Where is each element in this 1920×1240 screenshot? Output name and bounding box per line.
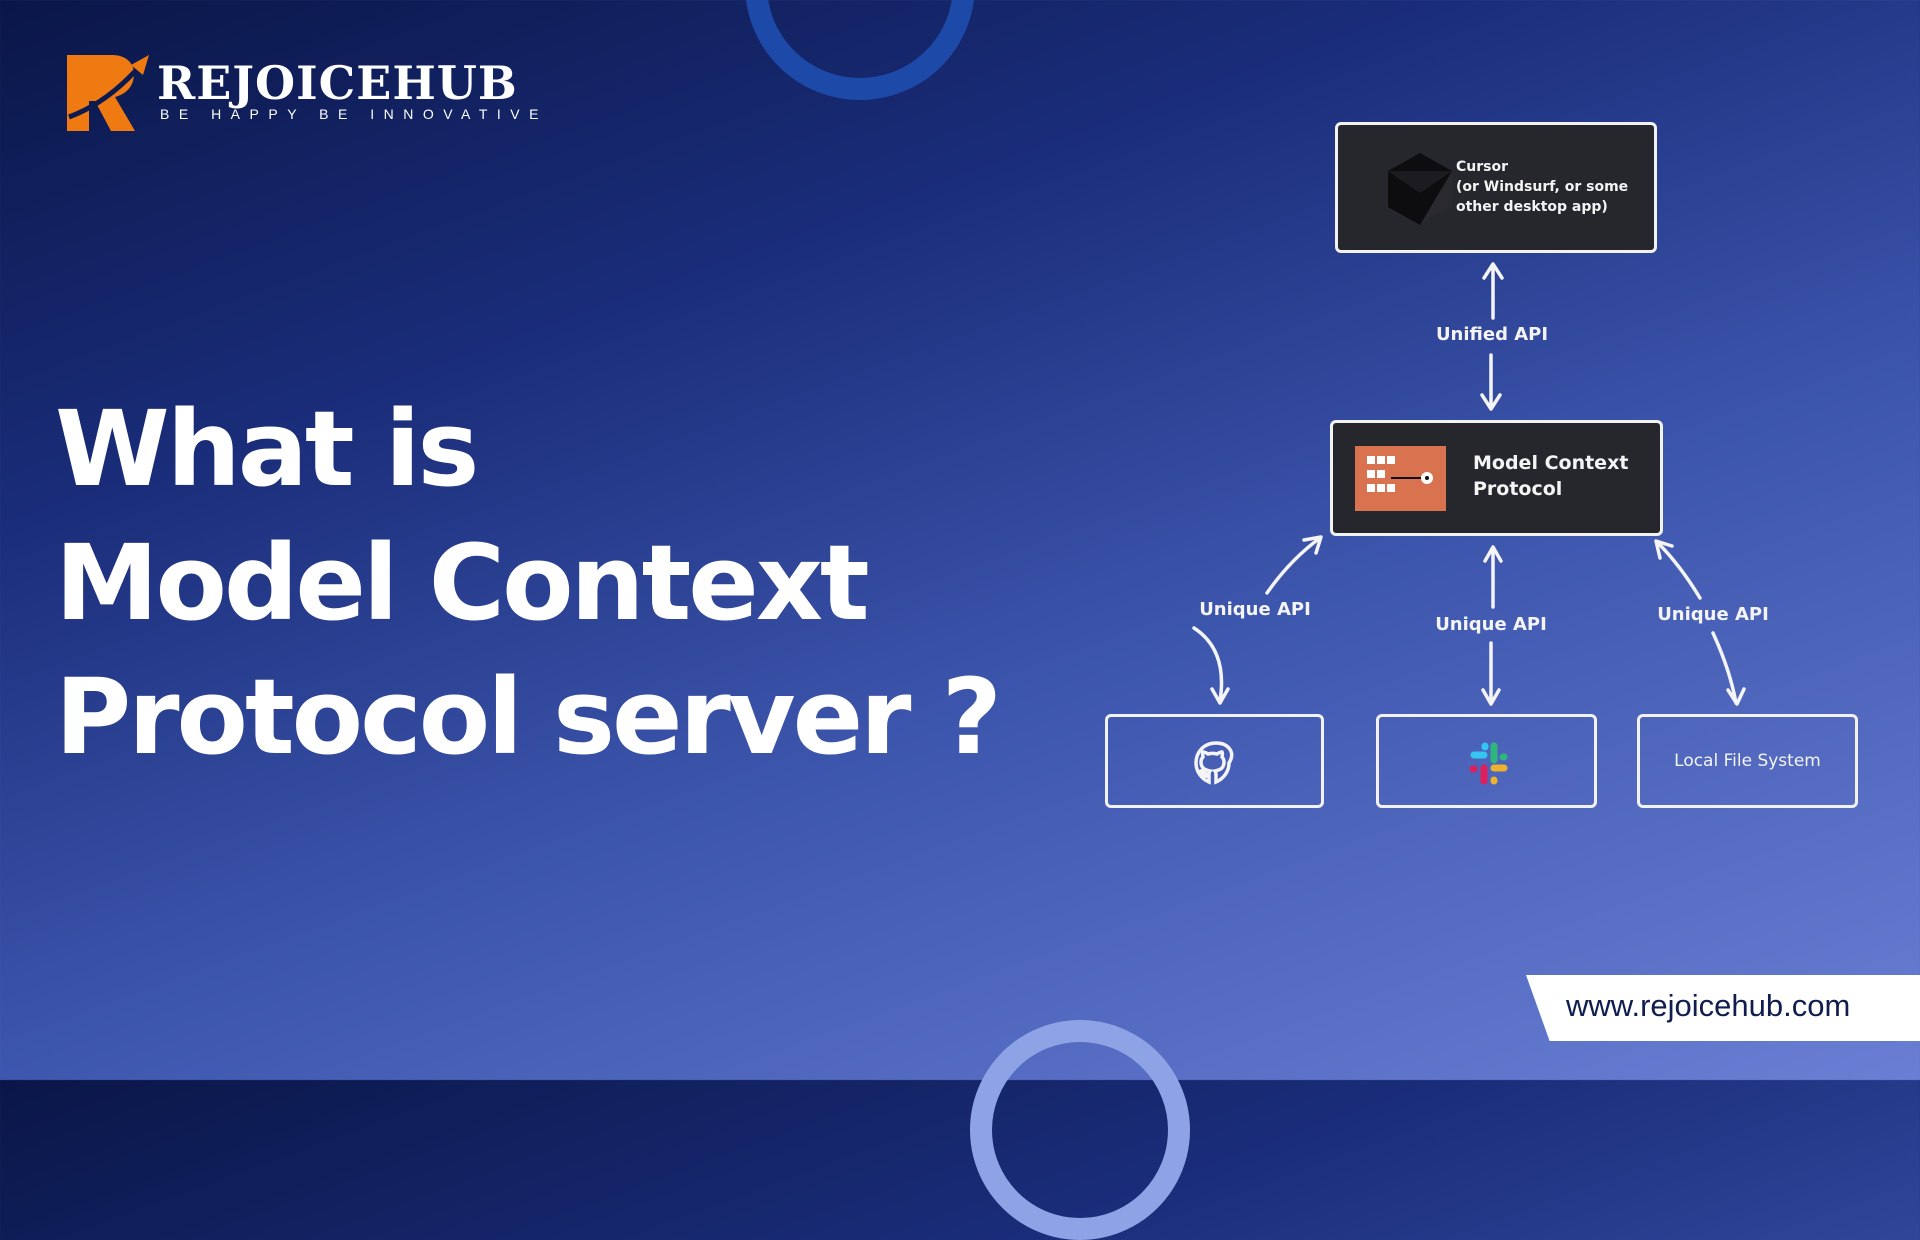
mcp-title-line-1: Model Context (1473, 452, 1629, 474)
github-icon (1194, 741, 1234, 785)
title-line-2: Model Context (55, 522, 870, 644)
mcp-logo-icon (1355, 446, 1446, 511)
unique-api-label-right: Unique API (1657, 604, 1769, 625)
unified-api-label: Unified API (1435, 324, 1549, 345)
arrow-right-up (1654, 539, 1702, 600)
github-box (1105, 714, 1324, 808)
arrow-right-down (1711, 631, 1746, 706)
local-file-system-box: Local File System (1637, 714, 1858, 808)
mcp-box: Model Context Protocol (1330, 420, 1663, 536)
arrow-down-to-mcp (1480, 353, 1502, 411)
mcp-title-line-2: Protocol (1473, 478, 1563, 500)
slack-icon (1469, 742, 1508, 785)
arrow-left-down (1192, 626, 1230, 705)
client-title: Cursor (1456, 159, 1509, 175)
page-title: What is Model Context Protocol server ? (55, 382, 1002, 784)
cursor-logo-icon (1388, 153, 1452, 225)
brand-name: REJOICEHUB (157, 56, 518, 110)
local-file-system-label: Local File System (1674, 751, 1821, 771)
title-line-3: Protocol server ? (55, 656, 1002, 778)
arrow-left-up (1265, 535, 1323, 595)
arrow-up-to-client (1482, 262, 1504, 320)
website-banner: www.rejoicehub.com (1526, 975, 1920, 1041)
website-url[interactable]: www.rejoicehub.com (1566, 988, 1851, 1023)
client-app-box: Cursor (or Windsurf, or some other deskt… (1335, 122, 1657, 253)
diagram-arrows (1192, 262, 1746, 706)
brand-tagline: BE HAPPY BE INNOVATIVE (160, 106, 548, 122)
unique-api-label-center: Unique API (1435, 614, 1547, 635)
slack-box (1376, 714, 1597, 808)
unique-api-label-left: Unique API (1199, 599, 1311, 620)
title-line-1: What is (55, 388, 479, 510)
arrow-center-down (1481, 641, 1501, 706)
rejoicehub-logo-icon (67, 55, 149, 131)
client-subtitle-2: other desktop app) (1456, 199, 1608, 215)
arrow-center-up (1483, 545, 1503, 609)
client-subtitle-1: (or Windsurf, or some (1456, 179, 1629, 195)
